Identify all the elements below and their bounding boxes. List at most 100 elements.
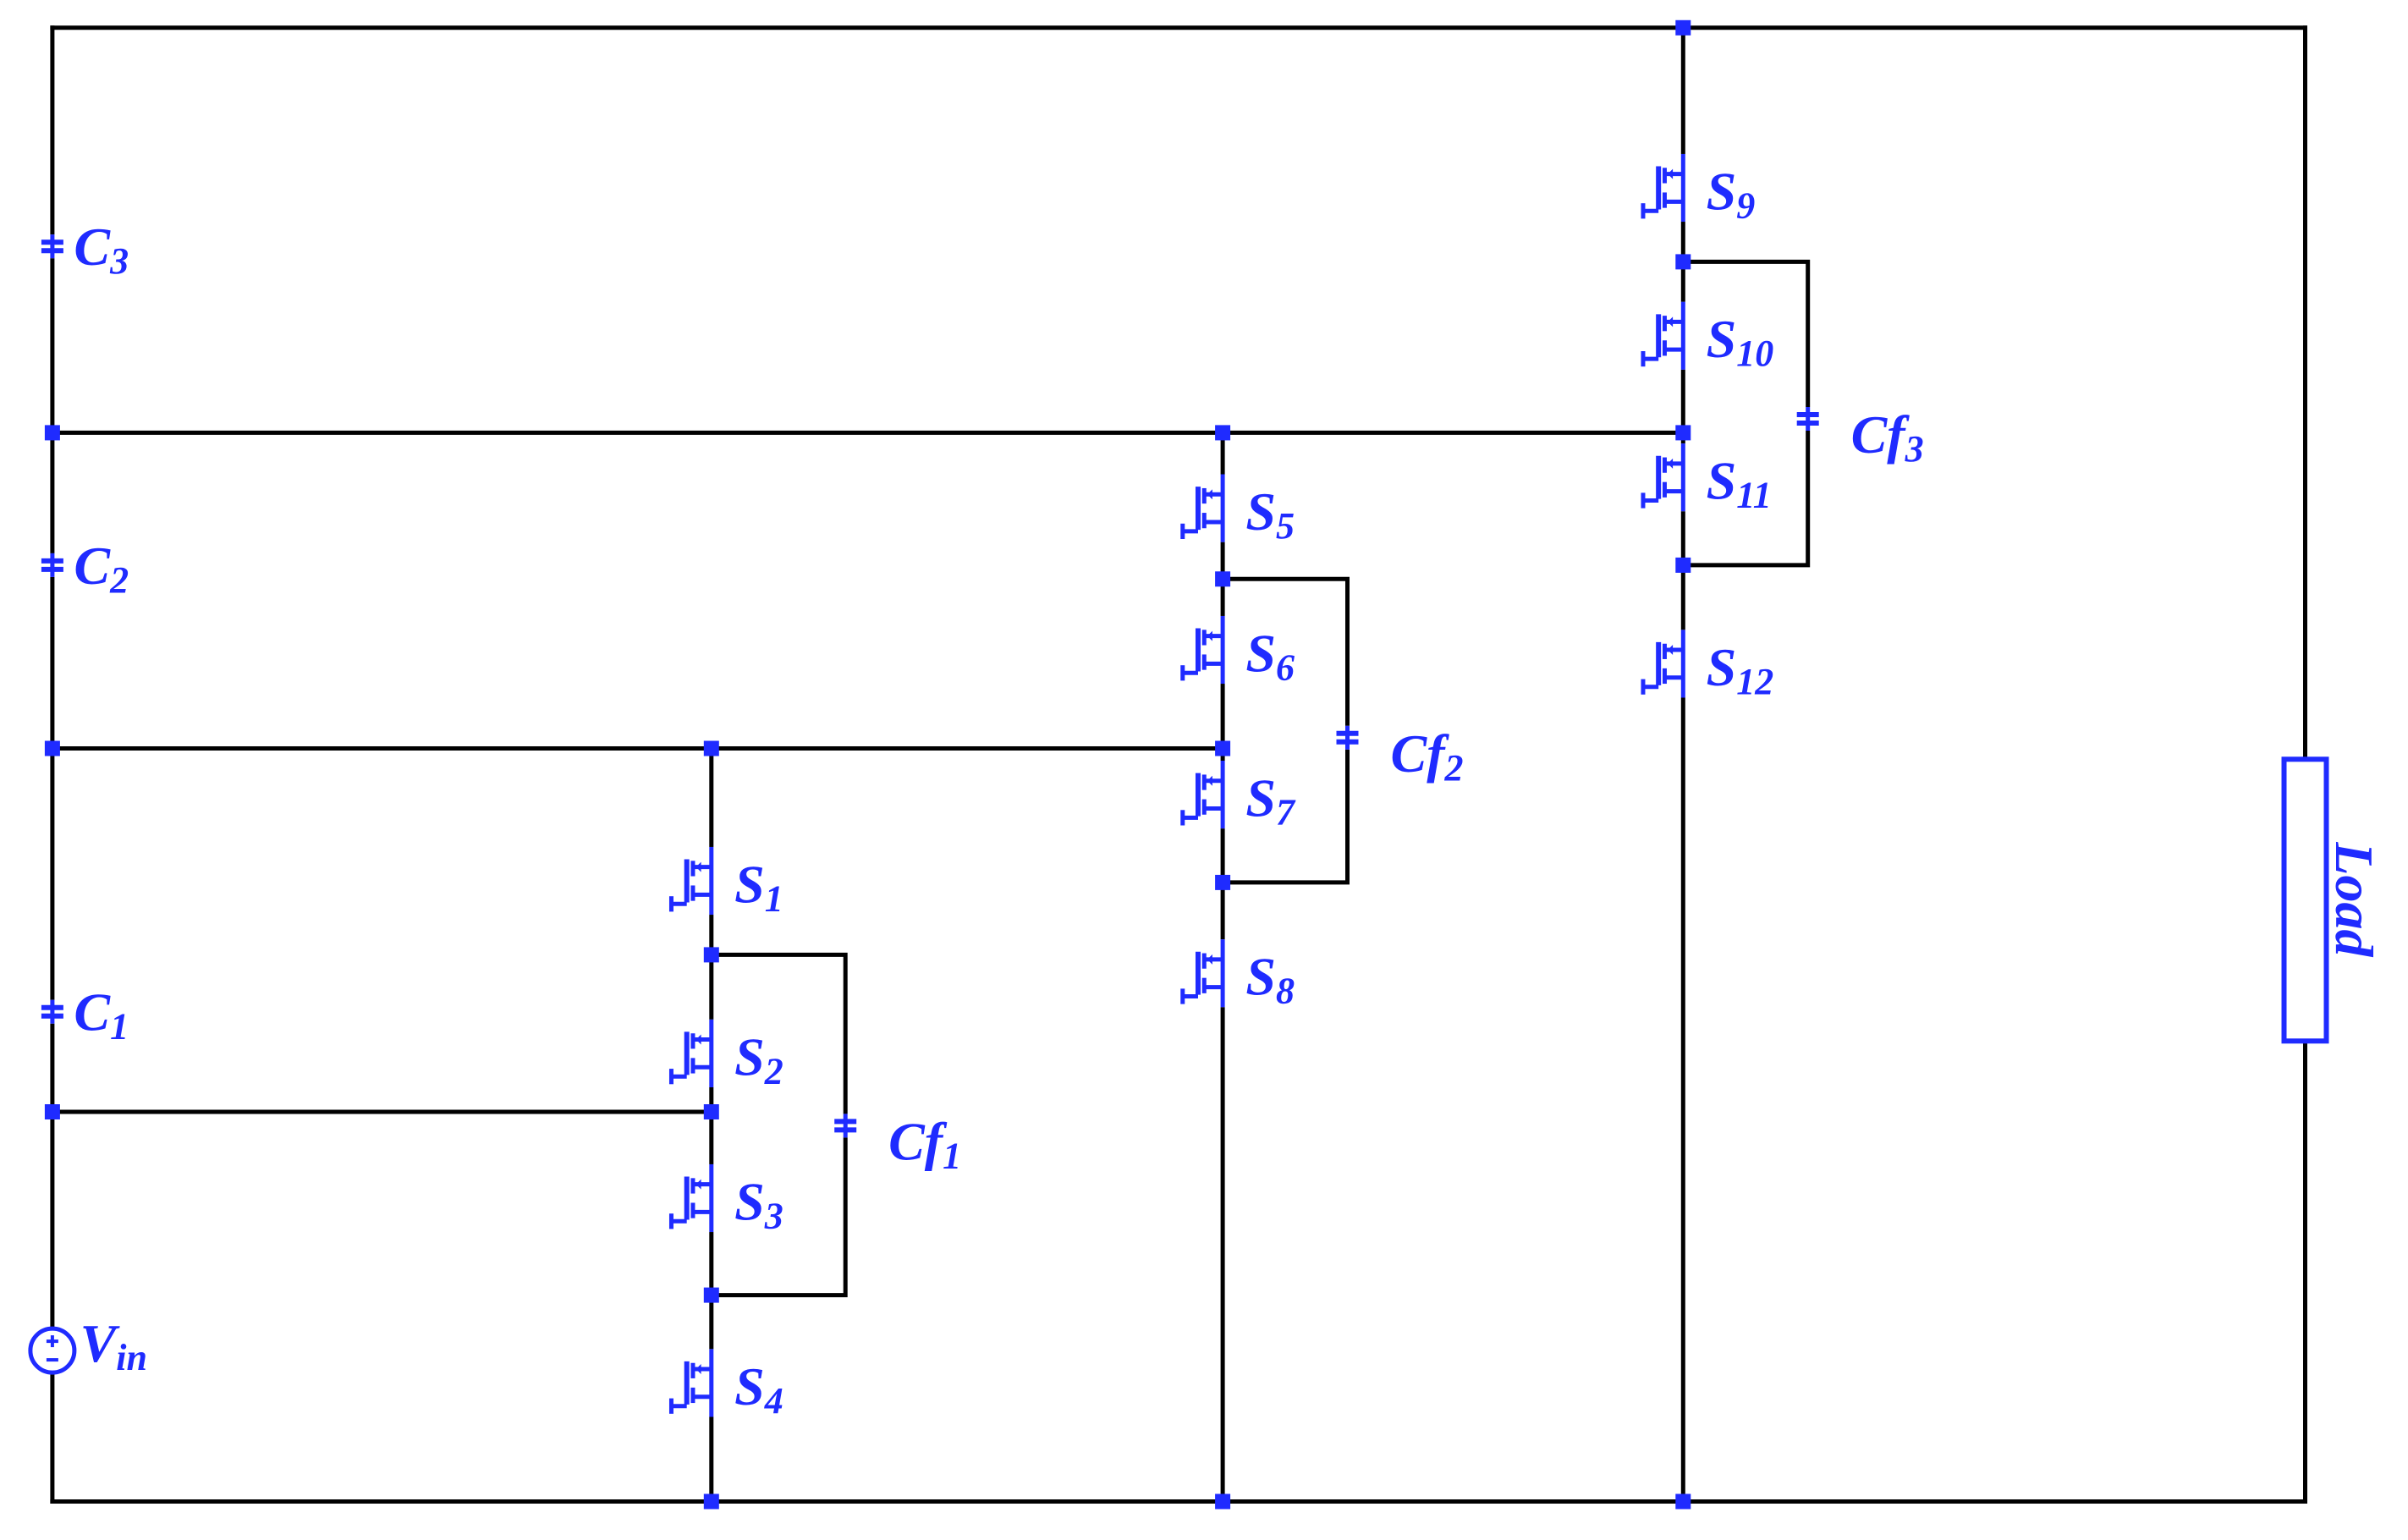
label-c3-subscript: 3 — [109, 240, 129, 282]
flying-capacitor-cf1 — [830, 1114, 861, 1138]
junction-node-5 — [703, 947, 719, 963]
label-cf3: Cf3 — [1851, 404, 1924, 470]
label-s7: S7 — [1245, 768, 1296, 833]
label-s11-subscript: 11 — [1736, 475, 1772, 516]
junction-node-11 — [1215, 740, 1231, 756]
junction-node-12 — [1215, 874, 1231, 890]
switch-s4 — [652, 1349, 715, 1417]
label-s5: S5 — [1245, 481, 1295, 547]
label-s1-main: S — [734, 855, 765, 915]
switch-s3 — [652, 1163, 715, 1233]
label-s11-main: S — [1707, 451, 1737, 511]
flying-capacitor-cf2 — [1332, 725, 1363, 750]
switch-s12 — [1625, 630, 1686, 698]
label-c2-main: C — [74, 536, 111, 596]
label-cf2-subscript: 2 — [1444, 747, 1464, 789]
dc-capacitor-c2 — [36, 553, 68, 577]
label-s2-main: S — [734, 1026, 765, 1086]
switch-s5 — [1163, 474, 1226, 542]
junction-node-14 — [1675, 19, 1691, 36]
voltage-source-vin — [28, 1326, 77, 1375]
label-c1-main: C — [74, 982, 111, 1042]
label-s3: S3 — [734, 1171, 783, 1236]
label-vin-main: V — [80, 1313, 121, 1373]
label-s9: S9 — [1707, 162, 1756, 227]
junction-node-8 — [703, 1493, 719, 1510]
junction-node-16 — [1675, 425, 1691, 441]
dc-capacitor-c1 — [36, 999, 68, 1024]
label-c2-subscript: 2 — [109, 559, 129, 601]
label-s8: S8 — [1245, 947, 1295, 1012]
junction-node-6 — [703, 1104, 719, 1119]
dc-capacitor-c3 — [36, 234, 68, 259]
label-s7-subscript: 7 — [1276, 792, 1296, 833]
switch-s10 — [1625, 301, 1686, 370]
label-s9-main: S — [1707, 162, 1737, 222]
junction-nodes — [44, 19, 1691, 1510]
flying-capacitor-cf3 — [1792, 407, 1823, 431]
label-s4: S4 — [734, 1356, 783, 1422]
junction-node-2 — [44, 740, 60, 756]
junction-node-13 — [1215, 1493, 1231, 1510]
label-c1: C1 — [74, 982, 129, 1048]
cf1-loop-wire — [709, 952, 848, 1298]
junction-node-18 — [1675, 1493, 1691, 1510]
junction-node-10 — [1215, 571, 1231, 587]
label-vin-subscript: in — [116, 1337, 147, 1378]
label-load: Load — [2324, 841, 2384, 957]
label-cf1: Cf1 — [888, 1112, 961, 1177]
label-c3-main: C — [74, 217, 111, 277]
label-s10-subscript: 10 — [1736, 333, 1773, 374]
junction-node-3 — [44, 1104, 60, 1119]
label-s11: S11 — [1707, 451, 1772, 516]
label-c1-subscript: 1 — [110, 1006, 129, 1048]
label-s6-subscript: 6 — [1276, 647, 1295, 689]
label-s12-subscript: 12 — [1736, 661, 1773, 702]
label-s10: S10 — [1707, 309, 1774, 374]
junction-node-1 — [44, 425, 60, 441]
switch-s9 — [1625, 153, 1686, 223]
label-s12: S12 — [1707, 637, 1774, 702]
junction-node-9 — [1215, 425, 1231, 441]
label-c2: C2 — [74, 536, 129, 601]
label-s2-subscript: 2 — [764, 1050, 783, 1092]
label-s7-main: S — [1245, 768, 1276, 828]
label-cf2-main: Cf — [1391, 723, 1450, 784]
label-s4-main: S — [734, 1356, 765, 1416]
label-s5-main: S — [1245, 481, 1276, 542]
label-s10-main: S — [1707, 309, 1737, 369]
components — [28, 153, 2329, 1417]
label-cf1-subscript: 1 — [943, 1136, 961, 1177]
junction-node-15 — [1675, 254, 1691, 270]
switch-s6 — [1163, 615, 1226, 685]
label-vin: Vin — [80, 1313, 147, 1378]
cf2-loop-wire — [1220, 576, 1350, 885]
label-cf2: Cf2 — [1391, 723, 1464, 789]
label-s5-subscript: 5 — [1276, 505, 1295, 547]
label-s1-subscript: 1 — [765, 878, 783, 920]
label-s6: S6 — [1245, 624, 1295, 689]
label-s8-main: S — [1245, 947, 1276, 1007]
label-s8-subscript: 8 — [1276, 971, 1295, 1012]
cf3-loop-wire — [1680, 259, 1811, 568]
label-s9-subscript: 9 — [1736, 185, 1755, 227]
label-s12-main: S — [1707, 637, 1737, 697]
switch-s11 — [1625, 443, 1686, 512]
label-s3-main: S — [734, 1171, 765, 1231]
load-resistor — [2281, 756, 2329, 1044]
switch-s8 — [1163, 939, 1226, 1008]
label-s6-main: S — [1245, 624, 1276, 684]
label-cf1-main: Cf — [888, 1112, 948, 1172]
junction-node-17 — [1675, 557, 1691, 573]
label-s2: S2 — [734, 1026, 783, 1092]
label-s1: S1 — [734, 855, 783, 920]
label-c3: C3 — [74, 217, 129, 282]
switch-s2 — [652, 1019, 715, 1087]
label-cf3-subscript: 3 — [1905, 428, 1924, 470]
label-s4-subscript: 4 — [764, 1380, 783, 1422]
junction-node-4 — [703, 740, 719, 756]
labels: C3C2C1Cf1Cf2Cf3S1S2S3S4S5S6S7S8S9S10S11S… — [74, 162, 2384, 1422]
label-cf3-main: Cf — [1851, 404, 1910, 465]
label-s3-subscript: 3 — [764, 1195, 783, 1236]
